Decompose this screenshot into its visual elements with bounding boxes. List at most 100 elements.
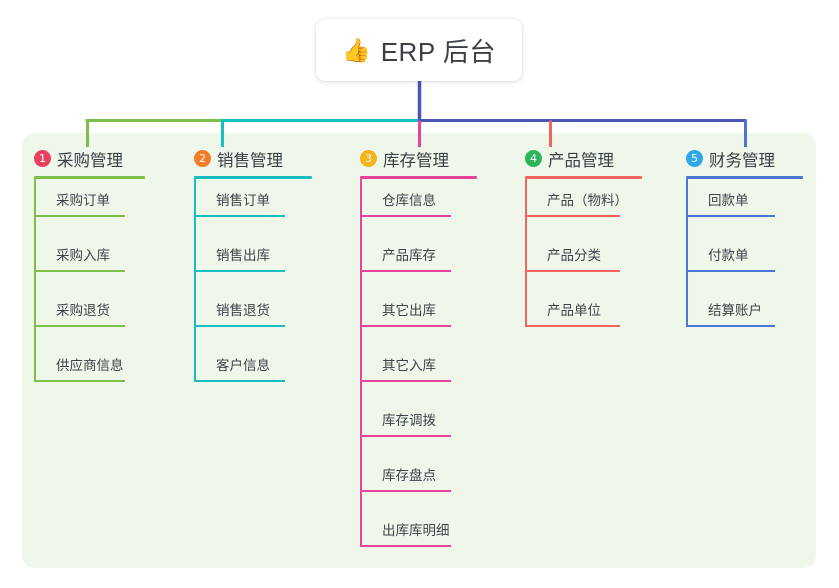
item-underline (195, 325, 285, 327)
item-underline (195, 380, 285, 382)
item-label: 产品（物料） (547, 193, 628, 208)
root-title: ERP 后台 (380, 36, 496, 67)
branch-spine (194, 179, 196, 382)
column-header-2[interactable]: 2 销售管理 (194, 147, 312, 170)
list-item[interactable]: 采购入库 (34, 234, 145, 289)
list-item[interactable]: 产品分类 (525, 234, 642, 289)
item-underline (35, 270, 125, 272)
item-underline (35, 380, 125, 382)
item-underline (361, 380, 451, 382)
list-item[interactable]: 仓库信息 (360, 179, 477, 234)
item-label: 回款单 (708, 193, 749, 208)
item-label: 库存调拨 (382, 413, 436, 428)
item-label: 仓库信息 (382, 193, 436, 208)
item-list: 销售订单销售出库销售退货客户信息 (194, 179, 312, 399)
list-item[interactable]: 回款单 (686, 179, 803, 234)
item-underline (361, 545, 451, 547)
item-label: 采购入库 (56, 248, 110, 263)
item-label: 供应商信息 (56, 358, 124, 373)
item-underline (687, 270, 775, 272)
list-item[interactable]: 产品库存 (360, 234, 477, 289)
column-4: 4 产品管理产品（物料） 产品分类产品单位 (525, 147, 642, 344)
list-item[interactable]: 结算账户 (686, 289, 803, 344)
item-underline (35, 325, 125, 327)
item-underline (361, 325, 451, 327)
column-5: 5 财务管理回款单付款单结算账户 (686, 147, 803, 344)
column-title: 财务管理 (709, 151, 775, 170)
list-item[interactable]: 销售退货 (194, 289, 312, 344)
item-underline (361, 490, 451, 492)
item-underline (195, 215, 285, 217)
column-2: 2 销售管理销售订单销售出库销售退货客户信息 (194, 147, 312, 399)
column-title: 采购管理 (57, 151, 123, 170)
item-underline (195, 270, 285, 272)
thumbs-up-icon: 👍 (342, 36, 371, 63)
list-item[interactable]: 库存调拨 (360, 399, 477, 454)
item-label: 采购订单 (56, 193, 110, 208)
list-item[interactable]: 采购订单 (34, 179, 145, 234)
item-label: 销售订单 (216, 193, 270, 208)
column-underline (194, 176, 312, 179)
branch-spine (525, 179, 527, 327)
item-label: 采购退货 (56, 303, 110, 318)
column-underline (686, 176, 803, 179)
number-badge-2: 2 (194, 150, 211, 167)
number-badge-3: 3 (360, 150, 377, 167)
list-item[interactable]: 出库库明细 (360, 509, 477, 564)
item-underline (526, 215, 620, 217)
list-item[interactable]: 付款单 (686, 234, 803, 289)
column-underline (360, 176, 477, 179)
list-item[interactable]: 库存盘点 (360, 454, 477, 509)
column-title: 销售管理 (217, 151, 283, 170)
branch-spine (360, 179, 362, 547)
column-underline (34, 176, 145, 179)
branch-spine (34, 179, 36, 382)
list-item[interactable]: 客户信息 (194, 344, 312, 399)
column-underline (525, 176, 642, 179)
item-label: 销售退货 (216, 303, 270, 318)
item-label: 出库库明细 (382, 523, 450, 538)
column-header-3[interactable]: 3 库存管理 (360, 147, 477, 170)
item-underline (687, 325, 775, 327)
branch-spine (686, 179, 688, 327)
item-label: 销售出库 (216, 248, 270, 263)
column-3: 3 库存管理仓库信息产品库存其它出库其它入库库存调拨库存盘点出库库明细 (360, 147, 477, 564)
list-item[interactable]: 供应商信息 (34, 344, 145, 399)
item-list: 仓库信息产品库存其它出库其它入库库存调拨库存盘点出库库明细 (360, 179, 477, 564)
item-underline (526, 325, 620, 327)
item-label: 库存盘点 (382, 468, 436, 483)
list-item[interactable]: 采购退货 (34, 289, 145, 344)
item-underline (361, 435, 451, 437)
list-item[interactable]: 销售订单 (194, 179, 312, 234)
root-node[interactable]: 👍 ERP 后台 (316, 19, 522, 81)
list-item[interactable]: 其它入库 (360, 344, 477, 399)
number-badge-5: 5 (686, 150, 703, 167)
list-item[interactable]: 销售出库 (194, 234, 312, 289)
item-list: 回款单付款单结算账户 (686, 179, 803, 344)
branches-panel (22, 133, 816, 568)
item-label: 其它入库 (382, 358, 436, 373)
item-label: 付款单 (708, 248, 749, 263)
item-list: 产品（物料） 产品分类产品单位 (525, 179, 642, 344)
column-header-5[interactable]: 5 财务管理 (686, 147, 803, 170)
item-underline (526, 270, 620, 272)
number-badge-4: 4 (525, 150, 542, 167)
item-label: 产品分类 (547, 248, 601, 263)
item-label: 客户信息 (216, 358, 270, 373)
item-underline (361, 270, 451, 272)
list-item[interactable]: 其它出库 (360, 289, 477, 344)
column-title: 库存管理 (383, 151, 449, 170)
item-underline (687, 215, 775, 217)
item-underline (35, 215, 125, 217)
column-header-4[interactable]: 4 产品管理 (525, 147, 642, 170)
list-item[interactable]: 产品（物料） (525, 179, 642, 234)
list-item[interactable]: 产品单位 (525, 289, 642, 344)
item-underline (361, 215, 451, 217)
column-title: 产品管理 (548, 151, 614, 170)
item-label: 产品单位 (547, 303, 601, 318)
item-label: 产品库存 (382, 248, 436, 263)
item-list: 采购订单采购入库采购退货供应商信息 (34, 179, 145, 399)
